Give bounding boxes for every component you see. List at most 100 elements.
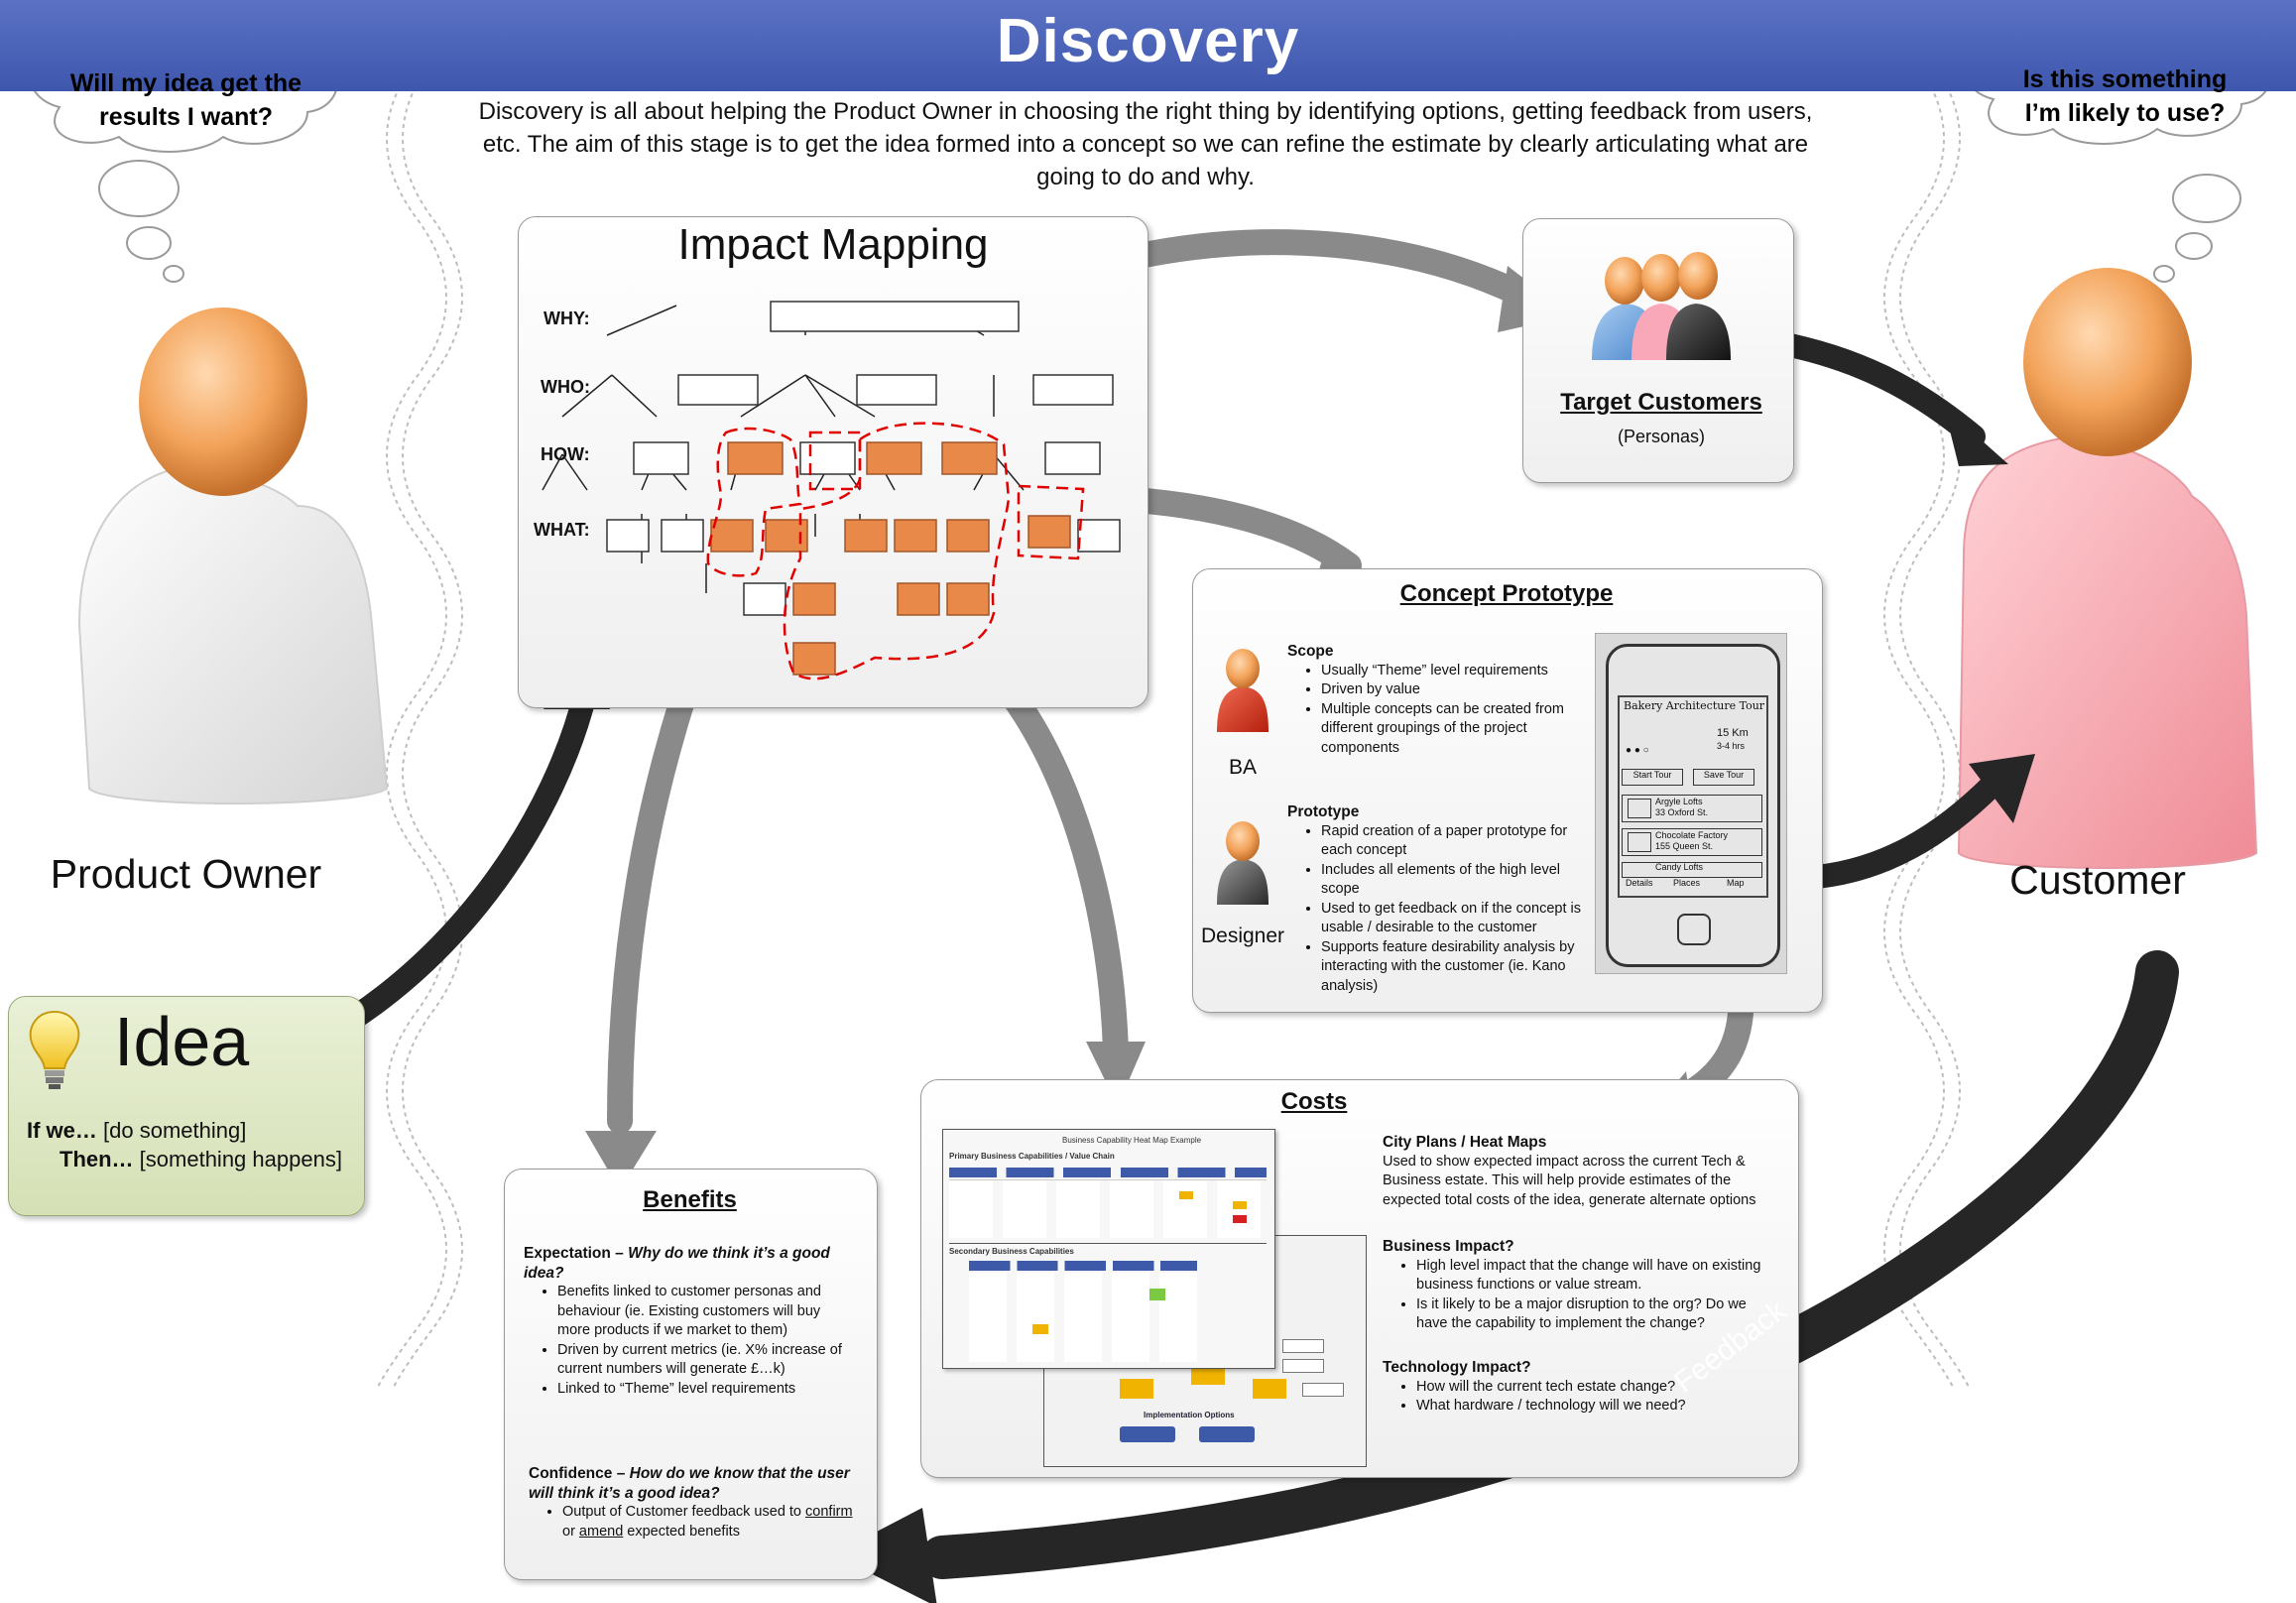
confidence-block: Confidence – How do we know that the use… [529,1464,856,1541]
sketch-title: Bakery Architecture Tour [1624,699,1765,712]
list-item: Driven by current metrics (ie. X% increa… [557,1341,856,1380]
product-owner-label: Product Owner [50,851,322,897]
thumb-heat-cell [1032,1324,1048,1334]
sketch-save-button: Save Tour [1693,769,1754,786]
feedback-arrow-head [833,1508,937,1603]
scope-list: Usually “Theme” level requirements Drive… [1287,662,1585,759]
list-item: Used to get feedback on if the concept i… [1321,900,1593,938]
confirm-word: confirm [805,1504,853,1520]
wavy-separator-right [1883,59,1971,1390]
thumb-secondary: Secondary Business Capabilities [949,1247,1074,1256]
list-item: Linked to “Theme” level requirements [557,1380,856,1400]
row-label-how: HOW: [541,444,590,464]
sketch-start-button: Start Tour [1622,769,1683,786]
thumb-block [1282,1359,1324,1373]
impact-map-tree [542,301,1121,680]
prototype-block: Prototype Rapid creation of a paper prot… [1287,802,1593,996]
technology-impact-block: Technology Impact? How will the current … [1383,1358,1779,1417]
costs-title: Costs [1280,1088,1348,1115]
confidence-question: How do we know that the user will think … [529,1465,850,1502]
sketch-item: Argyle Lofts [1655,797,1703,806]
business-impact-list: High level impact that the change will h… [1383,1257,1779,1334]
thumb-heat-cell [1179,1191,1193,1199]
sketch-distance: 15 Km [1717,727,1749,739]
list-item: How will the current tech estate change? [1416,1378,1779,1398]
header-banner [0,0,2296,91]
phone-outline [1606,644,1780,967]
thumb-block [1253,1379,1286,1399]
thumb-grid [949,1179,1267,1238]
target-customers-title: Target Customers [1560,389,1762,416]
sketch-item: Candy Lofts [1655,862,1704,872]
wavy-separator-left [376,59,463,1390]
sketch-dots: ● ● ○ [1626,745,1649,756]
thumb-heat-cell [1149,1289,1165,1300]
idea-to-impact-arrow [320,682,597,1044]
phone-sketch-icon: Bakery Architecture Tour 15 Km 3-4 hrs ●… [1595,633,1787,974]
thought-line: Is this something [2022,65,2228,93]
sketch-image [1628,832,1651,852]
heat-map-thumbnail: Business Capability Heat Map Example Pri… [942,1129,1275,1369]
confidence-text: Output of Customer feedback used to [562,1504,806,1520]
benefits-title: Benefits [643,1186,737,1213]
row-label-why: WHY: [544,308,590,328]
row-label-who: WHO: [541,377,590,397]
expectation-block: Expectation – Why do we think it’s a goo… [524,1244,856,1399]
list-item: Usually “Theme” level requirements [1321,662,1585,681]
sketch-nav: Map [1727,878,1745,888]
thumb-block [1120,1379,1153,1399]
person-icon [1217,821,1269,905]
target-customers-subtitle: (Personas) [1617,427,1706,446]
city-plans-header: City Plans / Heat Maps [1383,1134,1547,1151]
sketch-row [1622,862,1762,878]
thumb-block [1282,1339,1324,1353]
technology-impact-list: How will the current tech estate change?… [1383,1378,1779,1417]
thought-line: results I want? [98,103,274,131]
prototype-list: Rapid creation of a paper prototype for … [1287,822,1593,997]
thought-line: Will my idea get the [69,69,302,97]
scope-header: Scope [1287,643,1334,660]
sketch-image [1628,799,1651,818]
sketch-item: 33 Oxford St. [1655,807,1709,817]
ba-label: BA [1228,756,1257,779]
list-item: Multiple concepts can be created from di… [1321,700,1585,759]
thumb-header-bar [949,1168,1267,1177]
idea-title: Idea [114,1003,250,1080]
confidence-list: Output of Customer feedback used to conf… [529,1503,856,1541]
or-word: or [562,1523,579,1540]
business-impact-block: Business Impact? High level impact that … [1383,1237,1779,1334]
thumb-block [1191,1365,1225,1385]
list-item: High level impact that the change will h… [1416,1257,1779,1295]
list-item: What hardware / technology will we need? [1416,1397,1779,1417]
list-item: Output of Customer feedback used to conf… [562,1503,856,1541]
person-icon [77,308,389,804]
benefits-card [504,1169,878,1580]
thumb-heat-cell [1233,1201,1247,1209]
thumb-divider [949,1243,1267,1244]
sketch-row [1622,828,1762,856]
thumb-header-bar [969,1261,1197,1271]
if-text: [do something] [96,1118,247,1143]
sketch-home-button [1677,914,1711,945]
designer-label: Designer [1200,925,1285,947]
sketch-nav: Places [1673,878,1701,888]
thumb-grid [969,1273,1197,1362]
list-item: Includes all elements of the high level … [1321,861,1593,900]
row-label-what: WHAT: [534,520,590,540]
confidence-keyword: Confidence – [529,1465,626,1482]
impact-mapping-title: Impact Mapping [677,220,989,269]
sketch-row [1622,795,1762,822]
sketch-item: 155 Queen St. [1655,841,1714,851]
expectation-list: Benefits linked to customer personas and… [524,1283,856,1399]
prototype-header: Prototype [1287,803,1360,820]
list-item: Supports feature desirability analysis b… [1321,938,1593,997]
technology-impact-header: Technology Impact? [1383,1359,1531,1376]
feedback-arrow [920,950,2179,1579]
person-icon [1217,649,1269,732]
sketch-item: Chocolate Factory [1655,830,1729,840]
list-item: Is it likely to be a major disruption to… [1416,1295,1779,1334]
idea-line-if: If we… [do something] [27,1118,246,1144]
thought-line: I’m likely to use? [2024,99,2226,127]
thumb-primary: Primary Business Capabilities / Value Ch… [949,1152,1115,1161]
thumb-impl-title: Implementation Options [1144,1411,1235,1419]
